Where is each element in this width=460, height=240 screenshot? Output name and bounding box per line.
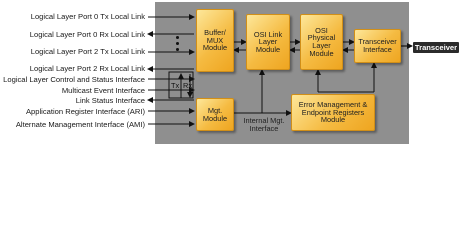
interface-label-port2-tx: Logical Layer Port 2 Tx Local Link xyxy=(30,47,145,56)
osi-link-layer-module: OSI Link Layer Module xyxy=(246,14,290,70)
interface-label-ami: Alternate Management Interface (AMI) xyxy=(15,120,145,129)
interface-label-port0-rx: Logical Layer Port 0 Rx Local Link xyxy=(29,30,145,39)
error-management-module: Error Management & Endpoint Registers Mo… xyxy=(291,94,375,131)
interface-label-link-status: Link Status Interface xyxy=(75,96,145,105)
interface-label-port0-tx: Logical Layer Port 0 Tx Local Link xyxy=(30,12,145,21)
interface-label-ari: Application Register Interface (ARI) xyxy=(25,107,145,116)
ellipsis-dots xyxy=(176,36,180,51)
tx-label: Tx xyxy=(171,81,180,90)
interface-label-multicast: Multicast Event Interface xyxy=(61,86,145,95)
diagram: Logical Layer Port 0 Tx Local Link Logic… xyxy=(3,2,459,144)
transceiver-interface-block: Transceiver Interface xyxy=(354,29,401,63)
rx-label: Rx xyxy=(183,81,193,90)
transceiver-tag: Transceiver xyxy=(413,42,459,53)
interface-label-port2-rx: Logical Layer Port 2 Rx Local Link xyxy=(29,64,145,73)
buffer-mux-module: Buffer/ MUX Module xyxy=(196,9,234,72)
mgt-module: Mgt. Module xyxy=(196,98,234,131)
interface-label-control-status: Logical Layer Control and Status Interfa… xyxy=(3,75,145,84)
internal-mgt-interface-label: Internal Mgt. Interface xyxy=(243,116,285,133)
osi-physical-layer-module: OSI Physical Layer Module xyxy=(300,14,343,70)
